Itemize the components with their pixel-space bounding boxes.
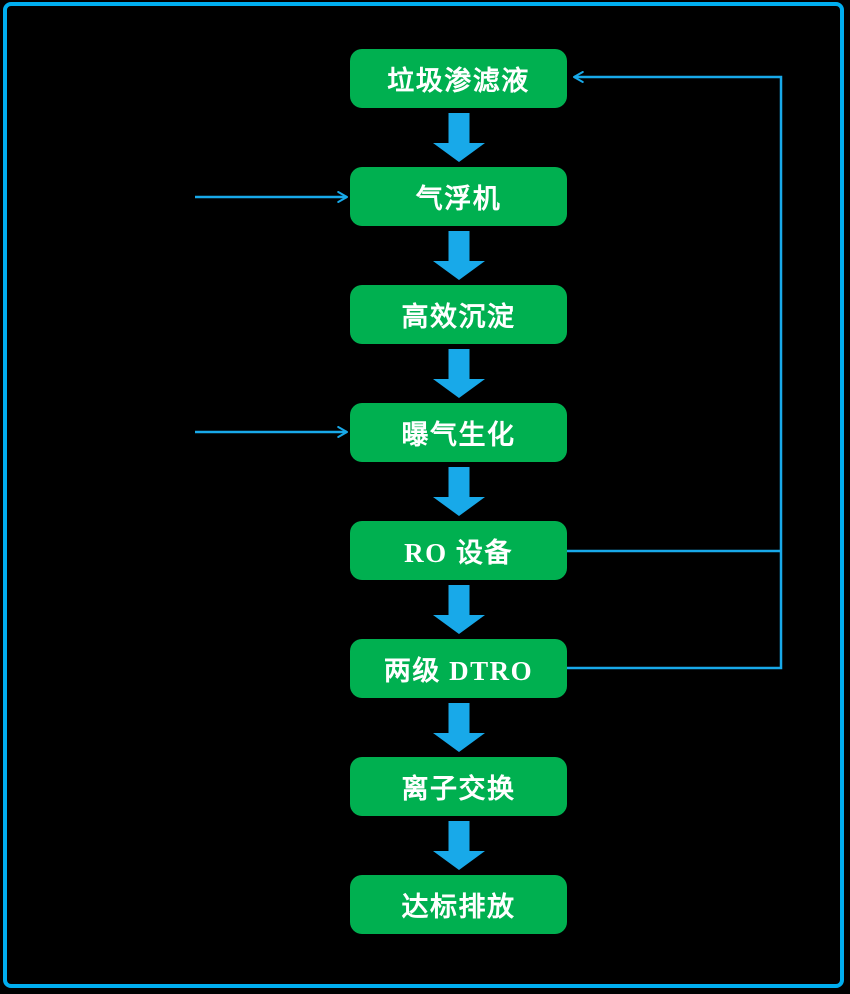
node-label: 两级 DTRO [383,656,534,686]
node-high-efficiency-sedimentation: 高效沉淀 [350,285,567,344]
node-label: 离子交换 [401,774,516,804]
node-air-flotation: 气浮机 [350,167,567,226]
block-down-arrow-2 [433,231,485,280]
node-landfill-leachate: 垃圾渗滤液 [350,49,567,108]
block-down-arrow-3 [433,349,485,398]
node-standard-discharge: 达标排放 [350,875,567,934]
node-ro-equipment: RO 设备 [350,521,567,580]
node-aeration-biochemical: 曝气生化 [350,403,567,462]
block-down-arrow-7 [433,821,485,870]
node-label: RO 设备 [404,538,513,568]
block-down-arrow-1 [433,113,485,162]
block-down-arrow-4 [433,467,485,516]
block-down-arrow-6 [433,703,485,752]
node-ion-exchange: 离子交换 [350,757,567,816]
node-label: 达标排放 [401,892,516,922]
node-label: 曝气生化 [401,420,516,450]
block-down-arrow-5 [433,585,485,634]
node-label: 气浮机 [415,184,502,214]
recycle-return-loop [567,71,783,670]
node-label: 垃圾渗滤液 [387,66,530,96]
node-two-stage-dtro: 两级 DTRO [350,639,567,698]
node-label: 高效沉淀 [401,302,516,332]
